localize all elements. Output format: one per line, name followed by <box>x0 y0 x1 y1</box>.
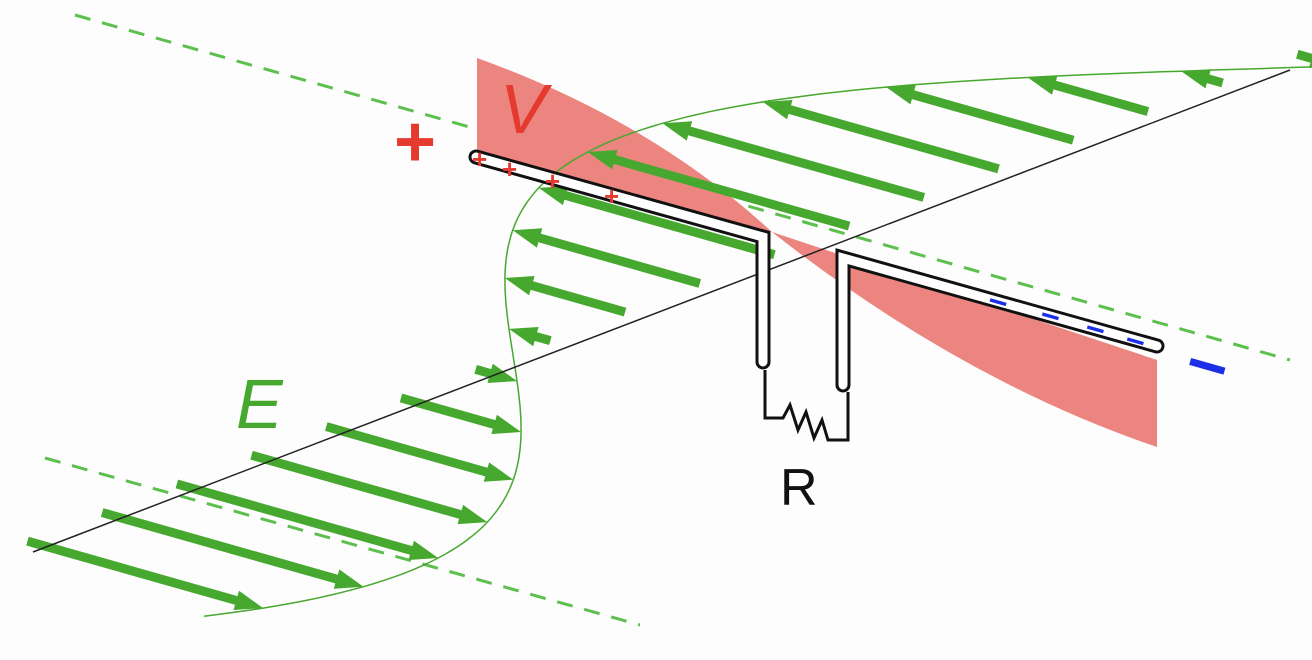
antenna-plane-dashed-line-lower <box>44 456 641 627</box>
field-arrow <box>26 536 264 610</box>
resistor-label: R <box>780 459 818 517</box>
electric-field-wave <box>26 49 1312 617</box>
resistor-symbol <box>763 370 850 443</box>
field-arrow <box>175 479 439 560</box>
antenna-left-arm <box>468 149 771 370</box>
field-arrow <box>1027 75 1150 116</box>
field-arrow <box>509 327 552 347</box>
field-arrow <box>512 228 701 288</box>
positive-charge: + <box>545 166 560 196</box>
field-arrow <box>762 100 1000 174</box>
field-envelope-curve <box>204 66 1312 617</box>
field-arrow <box>474 363 517 383</box>
field-arrow <box>538 185 776 260</box>
voltage-region-right <box>772 232 1157 447</box>
voltage-region-left <box>477 58 772 232</box>
positive-charge: + <box>502 154 517 184</box>
field-arrow <box>587 150 851 231</box>
positive-charge: + <box>604 181 619 211</box>
field-arrow <box>1296 49 1312 68</box>
voltage-label: V <box>500 70 553 148</box>
field-arrow <box>1181 69 1224 89</box>
field-label: E <box>236 365 284 443</box>
field-arrow <box>399 393 522 434</box>
field-arrow <box>250 450 488 525</box>
field-arrow <box>662 121 926 202</box>
propagation-axis <box>32 69 1291 553</box>
antenna-right-arm <box>835 248 1165 393</box>
field-arrow <box>100 508 364 589</box>
field-arrow <box>886 85 1075 145</box>
positive-charge: + <box>472 144 487 174</box>
field-arrow <box>504 276 627 317</box>
positive-terminal-label: + <box>394 102 436 182</box>
field-arrow <box>325 422 514 482</box>
